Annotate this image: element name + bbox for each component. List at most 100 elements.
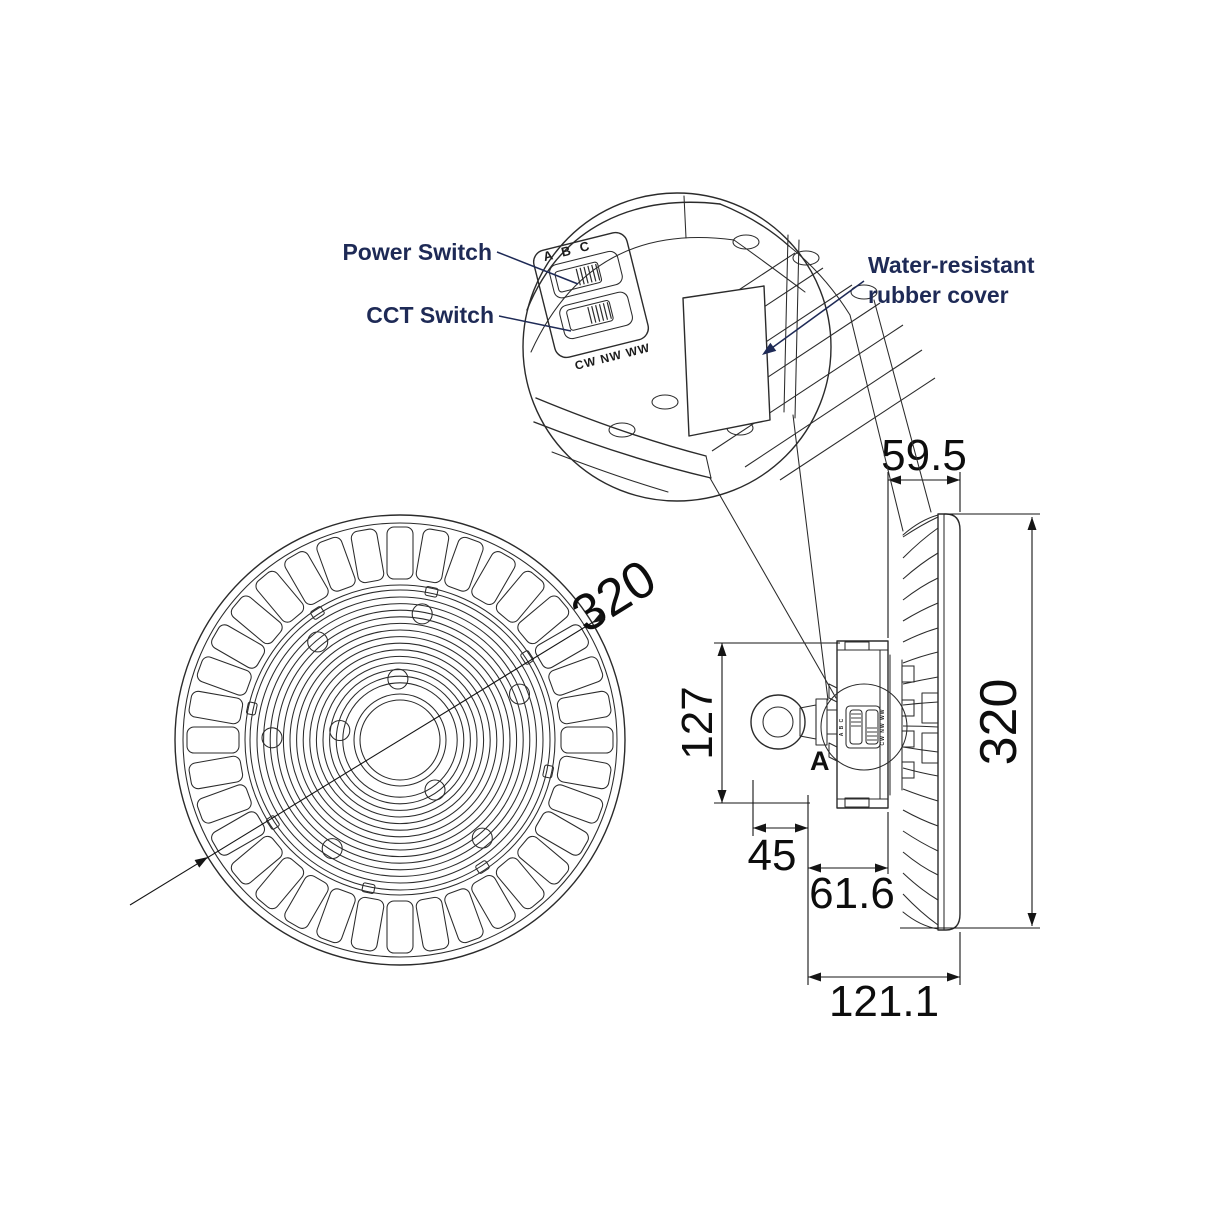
knob-rib [583,266,589,284]
heatsink-fin [902,527,939,559]
spill-tail-outer [788,245,851,316]
hub-post-top [921,692,939,724]
center-hub-inner [359,699,441,781]
heatsink-fin [902,552,939,580]
rubber-cover-label-line2: rubber cover [868,282,1009,308]
arrowhead [592,612,606,623]
arrowhead [947,972,960,982]
arrowhead [194,857,208,868]
hub-tab [901,665,915,683]
vent-slot [186,726,240,754]
knob-rib [591,306,597,323]
mini-switch-power [849,709,863,745]
hub-post-bottom [921,732,939,764]
switch-panel: A B C CW NW WW [532,231,652,373]
lens-rim-inner [249,589,551,891]
knob-rib [575,268,581,286]
heatsink-fin [902,767,939,777]
vent-slot [560,726,614,754]
fresnel-ring [302,642,498,838]
heatsink-fin [902,651,939,664]
knob-rib [587,265,593,283]
heatsink-fin [902,627,939,643]
knob-rib [595,305,601,322]
front-view: 320 [129,514,666,966]
heatsink-fin [902,830,939,852]
heatsink-fin [902,872,939,901]
arrowhead [1027,913,1037,926]
mini-cct-positions: CW NW WW [880,709,886,746]
power-switch-opening [549,250,623,299]
knob-rib [587,306,593,324]
screw-hole [411,603,433,625]
rim-seam [683,195,687,239]
vent-slot [556,690,612,725]
shell-top-edge [902,514,939,536]
heatsink-fin [902,746,939,753]
vent-slot [316,888,356,944]
knob-rib [606,302,612,319]
rim-clip [475,860,490,874]
vent-slot [316,536,356,592]
arrowhead [947,475,960,485]
driver-body [836,640,889,809]
rubber-cover-label-line1: Water-resistant [868,252,1035,278]
vent-slot [495,570,545,623]
dim-45-value: 45 [748,831,797,880]
lens-profile [937,513,961,931]
fresnel-ring [322,662,478,818]
vent-slot [548,656,604,696]
eyebolt-ring-outer [750,694,806,750]
vent-slot [534,811,589,856]
fresnel-ring [282,622,518,858]
mini-switch-cct [865,709,879,745]
arrowhead [717,790,727,803]
vent-slot [188,755,244,790]
heatsink-fins [902,516,939,926]
screw-hole [261,727,283,749]
fresnel-ring [309,649,491,831]
cct-switch-knob [566,299,614,331]
rim-clip [246,701,258,716]
power-positions-label: A B C [542,238,594,265]
vent-slot-ring [186,526,614,954]
arrowhead [717,643,727,656]
screw-hole [471,827,493,849]
power-switch-leader [496,251,579,285]
lens-rim-outer [244,584,556,896]
heatsink-fin [902,516,939,538]
rim-band-outer-right [719,203,790,247]
vent-slot [444,536,484,592]
rubber-cover-leader [764,280,865,354]
bracket-edge-a [783,234,789,413]
lower-band-outer [535,397,707,457]
cct-positions-label: CW NW WW [573,340,651,372]
dim-595-value: 59.5 [881,431,967,480]
lens-clips [246,586,554,894]
power-switch-ribs [575,263,601,286]
knob-rib [591,264,597,282]
screw-boss [608,422,636,438]
knob-rib [595,263,601,281]
rim-band-inner [530,237,735,353]
hub-tab [901,699,915,717]
detail-marker-label: A [810,746,830,776]
arrowhead [875,863,888,873]
lower-band-inner [533,421,712,479]
dimension-arrowheads [194,475,1037,982]
screw-boss [732,234,760,250]
spill-line-b [873,299,932,513]
rib-line [744,349,923,468]
cct-switch-opening [559,291,633,340]
vent-slot [350,896,385,952]
fresnel-rings [256,596,544,884]
diameter-line [129,615,604,906]
vent-slot [386,900,414,954]
rim-clip [266,815,280,830]
fresnel-ring [276,616,524,864]
vent-slot [196,656,252,696]
power-switch-knob [554,261,603,293]
body-clip-bottom [828,742,838,762]
vent-slot [556,755,612,790]
